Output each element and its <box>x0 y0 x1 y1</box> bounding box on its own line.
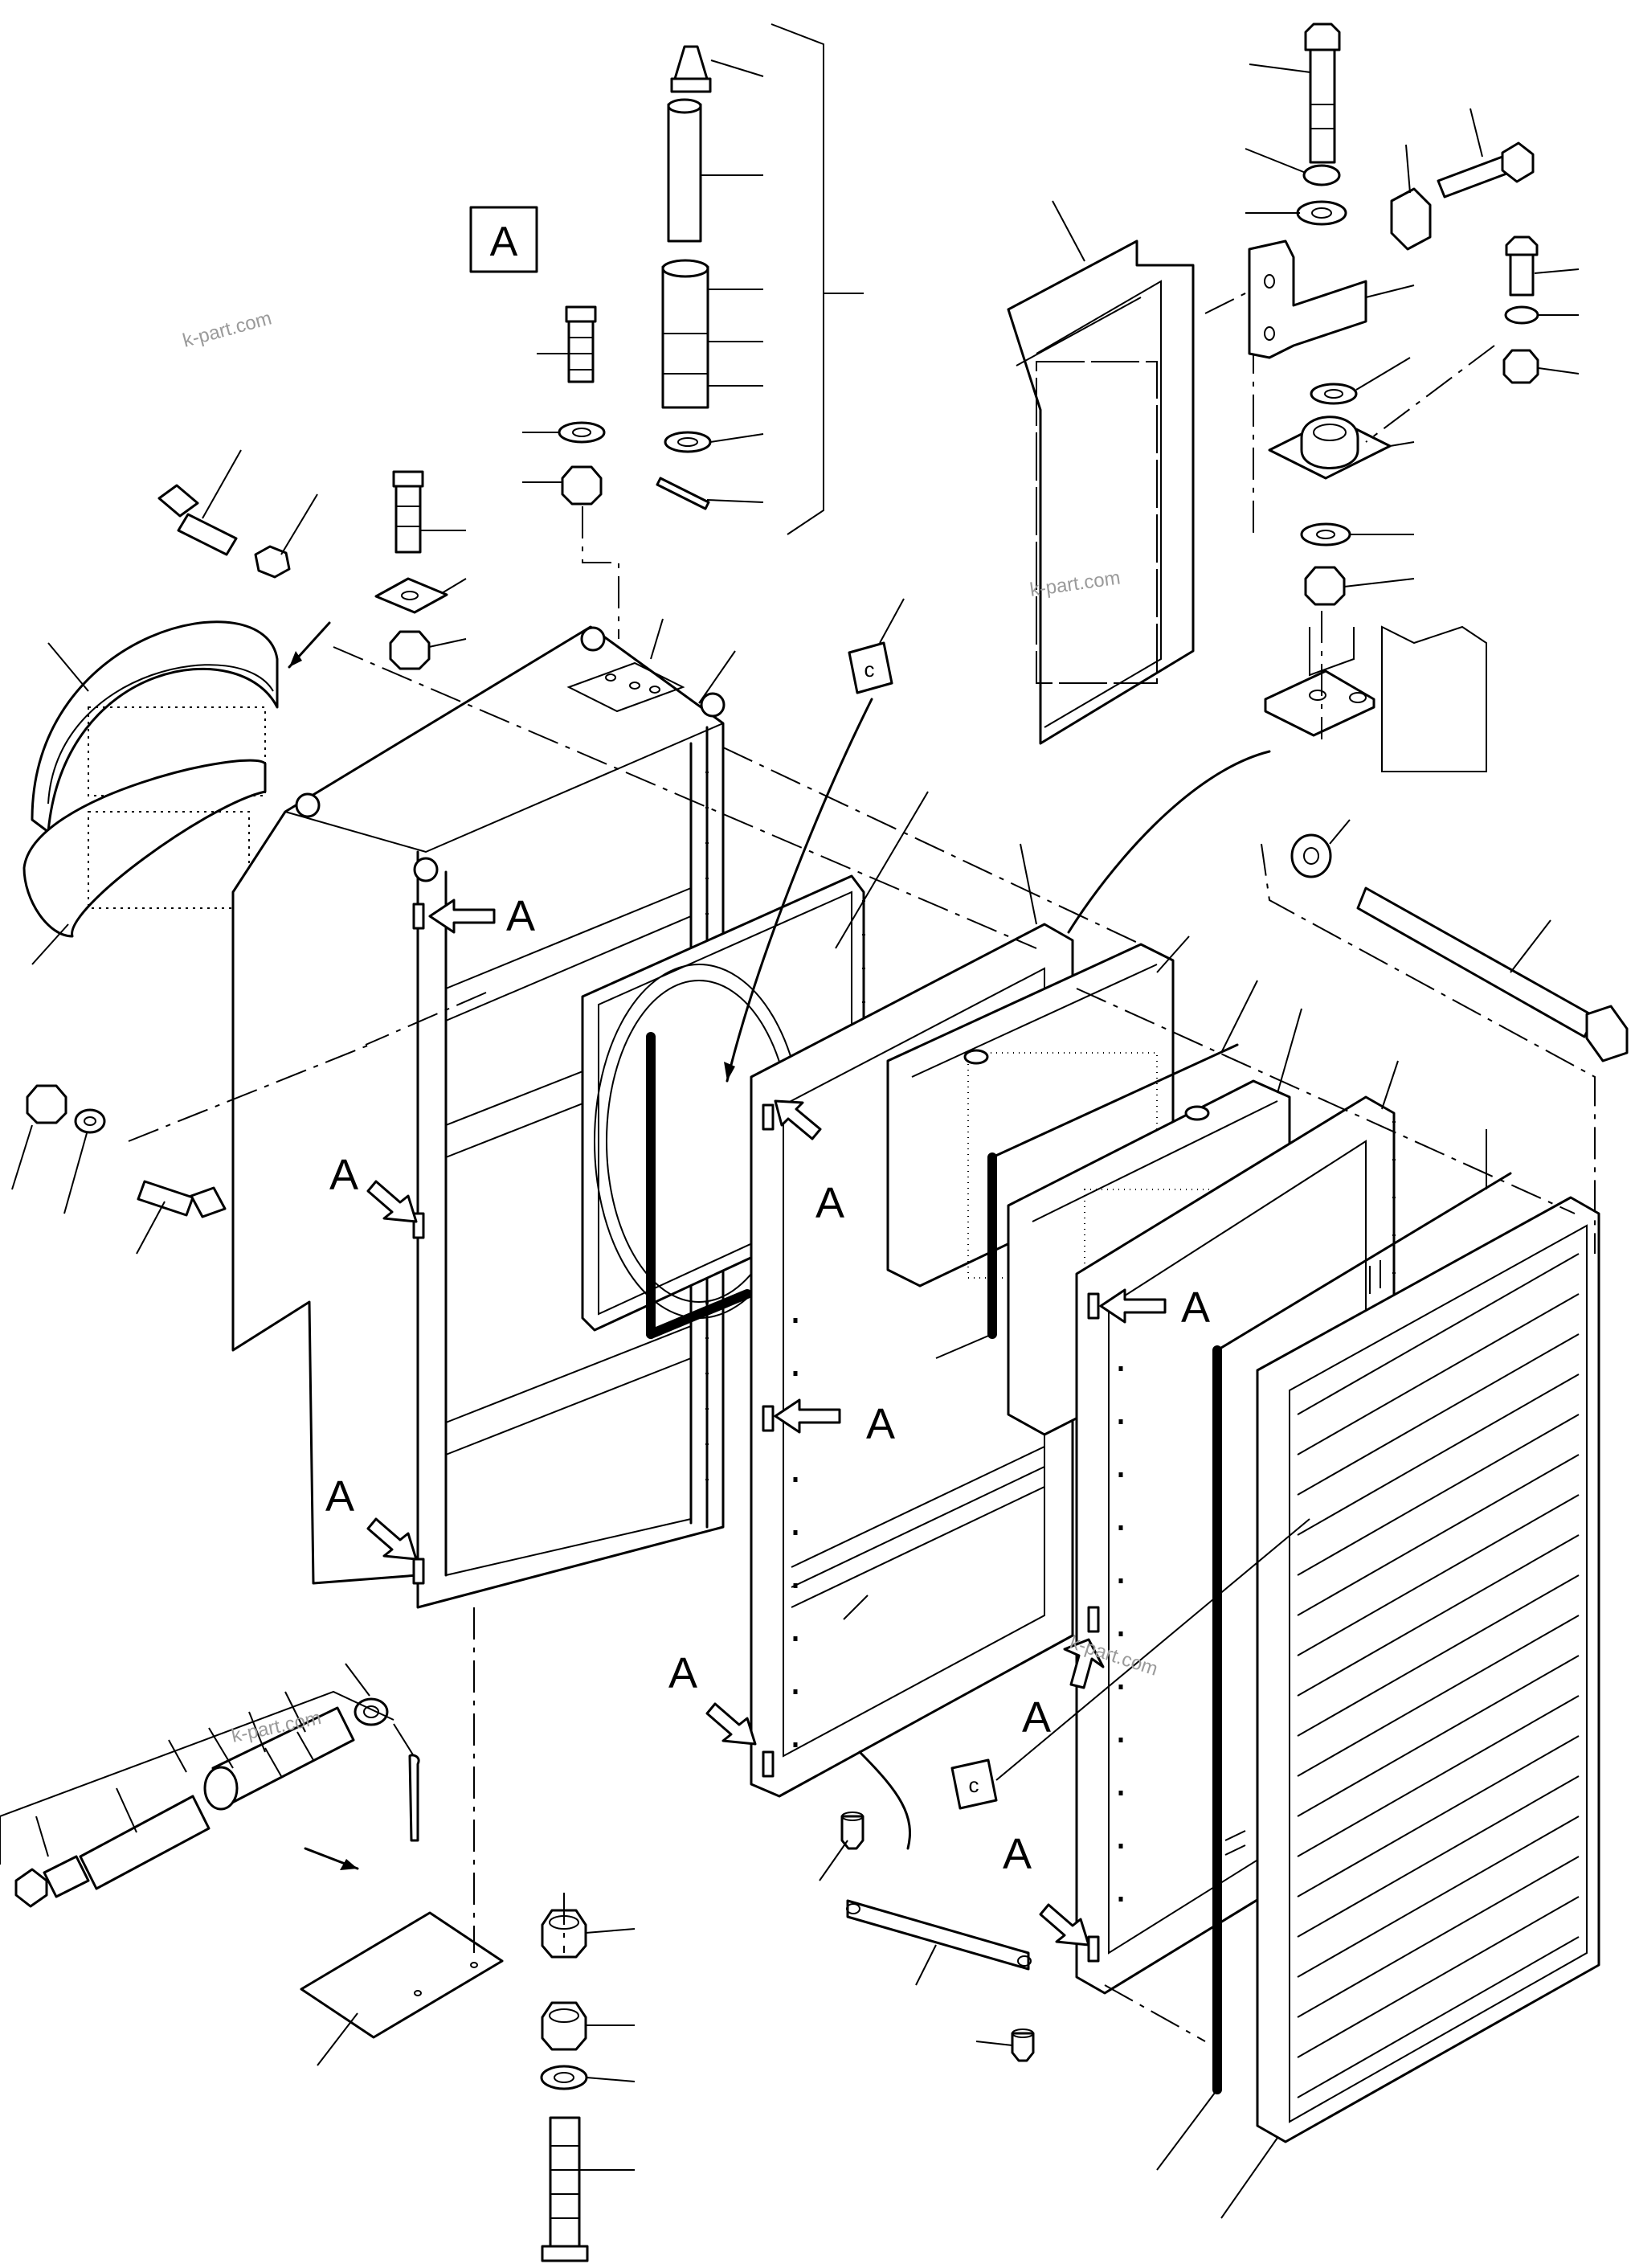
view-a-ref-3-label: A <box>325 1472 354 1521</box>
clip-c-top-label: c <box>865 657 875 682</box>
bolt-washer-nut-far-right <box>1365 235 1580 443</box>
view-a-ref-5: A <box>774 1398 895 1448</box>
view-a-box: A <box>469 206 538 273</box>
bolt-nut-top-left-diagonal <box>157 449 318 579</box>
view-a-ref-9: A <box>1003 1830 1090 1947</box>
view-a-ref-1: A <box>428 892 535 940</box>
grille-panel <box>1220 1196 1600 2219</box>
bolt-plate-nut-top-left <box>374 470 467 670</box>
view-a-ref-9-label: A <box>1003 1830 1032 1878</box>
view-a-ref-7: A <box>1099 1283 1210 1332</box>
view-a-ref-3: A <box>325 1472 418 1561</box>
long-bolt-right <box>1261 819 1629 1254</box>
view-a-ref-5-label: A <box>866 1400 895 1448</box>
view-a-ref-7-label: A <box>1181 1283 1210 1332</box>
radiator-upper-right <box>1007 200 1254 745</box>
clip-c-top: c <box>724 598 905 1083</box>
view-a-ref-2: A <box>329 1151 418 1223</box>
view-a-ref-1-label: A <box>506 892 535 940</box>
clip-c-bottom: c <box>950 1518 1310 1810</box>
view-a-ref-4-label: A <box>815 1179 844 1227</box>
view-a-ref-6: A <box>668 1649 757 1746</box>
hinge-pin-assembly-top <box>656 23 864 535</box>
view-a-label: A <box>490 219 518 265</box>
fan-screen-guard <box>22 620 331 965</box>
view-a-ref-8-label: A <box>1022 1693 1051 1742</box>
bolt-nut-stack-bottom <box>540 1893 636 2262</box>
watermark-1: k-part.com <box>181 307 274 351</box>
view-a-ref-4: A <box>774 1099 844 1227</box>
stay-rod-bottom <box>819 1750 1035 2062</box>
hinge-pin-assembly-bottom <box>0 1663 420 1908</box>
cover-plate-lower <box>300 1607 504 2066</box>
mount-assembly-top-right <box>1245 23 1535 772</box>
grille-louvers <box>1297 1253 1580 2098</box>
alignment-lines <box>128 646 1576 2042</box>
view-a-ref-2-label: A <box>329 1151 358 1199</box>
view-a-ref-8: A <box>1022 1638 1105 1742</box>
bolt-washer-nut-top-center <box>522 305 619 639</box>
clip-c-bottom-label: c <box>969 1773 979 1797</box>
view-a-references: A A A A A A A A A <box>325 892 1210 1947</box>
break-marks <box>1224 1260 1381 1856</box>
bolt-washer-nut-left-mid <box>11 1084 227 1255</box>
view-a-ref-6-label: A <box>668 1649 697 1697</box>
